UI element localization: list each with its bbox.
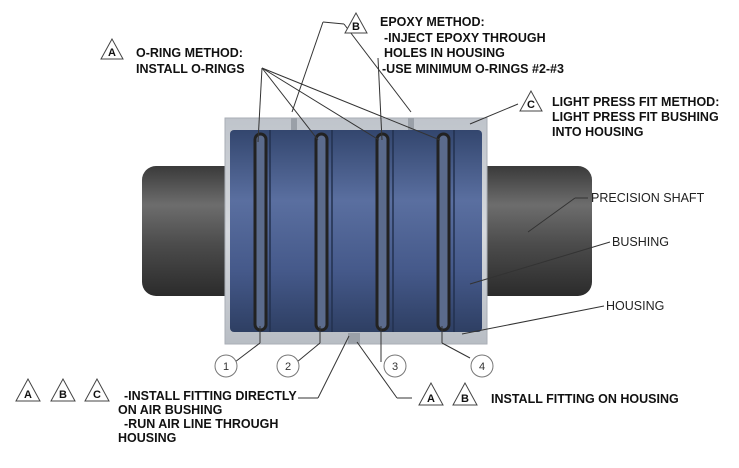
fitting-housing-line1: INSTALL FITTING ON HOUSING	[491, 392, 679, 406]
press-fit-method-callout: C LIGHT PRESS FIT METHOD: LIGHT PRESS FI…	[519, 89, 719, 139]
groove-number-3: 3	[383, 354, 407, 378]
svg-text:A: A	[427, 393, 435, 405]
fitting-bushing-line4: HOUSING	[118, 431, 176, 445]
housing-label: HOUSING	[606, 299, 664, 313]
badge-b-triangle-icon: B	[452, 381, 478, 406]
o-ring-1	[253, 132, 268, 332]
badge-a-triangle-icon: A	[418, 381, 444, 406]
bushing	[230, 130, 482, 332]
o-rings	[253, 132, 451, 332]
press-fit-title: LIGHT PRESS FIT METHOD:	[552, 95, 719, 109]
groove-number-2: 2	[276, 354, 300, 378]
press-fit-line2: INTO HOUSING	[552, 125, 643, 139]
o-ring-4	[436, 132, 451, 332]
oring-method-callout: A O-RING METHOD: INSTALL O-RINGS	[100, 37, 245, 76]
svg-text:C: C	[93, 389, 101, 401]
fitting-on-bushing-callout: A B C -INSTALL FITTING DIRECTLY ON AIR B…	[15, 377, 297, 445]
svg-text:A: A	[108, 47, 116, 59]
badge-b-triangle-icon: B	[344, 11, 368, 34]
groove-numbers: 1 2 3 4	[214, 354, 494, 378]
fitting-bushing-line2: ON AIR BUSHING	[118, 403, 222, 417]
fitting-on-housing-callout: A B INSTALL FITTING ON HOUSING	[418, 381, 679, 406]
fitting-bushing-line3: -RUN AIR LINE THROUGH	[124, 417, 278, 431]
svg-text:B: B	[461, 393, 469, 405]
groove-number-4: 4	[470, 354, 494, 378]
svg-text:3: 3	[392, 361, 398, 373]
o-ring-3	[375, 132, 390, 332]
svg-text:B: B	[352, 21, 360, 33]
badge-a-triangle-icon: A	[15, 377, 41, 402]
epoxy-hole	[291, 118, 297, 130]
press-fit-line1: LIGHT PRESS FIT BUSHING	[552, 110, 719, 124]
svg-text:C: C	[527, 99, 535, 111]
svg-text:B: B	[59, 389, 67, 401]
epoxy-hole	[408, 118, 414, 130]
epoxy-method-line2: HOLES IN HOUSING	[384, 46, 505, 60]
groove-number-1: 1	[214, 354, 238, 378]
svg-text:A: A	[24, 389, 32, 401]
leader-lines	[234, 21, 611, 399]
epoxy-method-callout: B EPOXY METHOD: -INJECT EPOXY THROUGH HO…	[344, 11, 564, 76]
fitting-bushing-line1: -INSTALL FITTING DIRECTLY	[124, 389, 297, 403]
svg-text:1: 1	[223, 361, 229, 373]
epoxy-method-line3: -USE MINIMUM O-RINGS #2-#3	[382, 62, 564, 76]
epoxy-method-title: EPOXY METHOD:	[380, 15, 485, 29]
badge-a-triangle-icon: A	[100, 37, 124, 60]
epoxy-method-line1: -INJECT EPOXY THROUGH	[384, 31, 546, 45]
o-ring-2	[314, 132, 329, 332]
oring-method-line1: INSTALL O-RINGS	[136, 62, 245, 76]
badge-c-triangle-icon: C	[84, 377, 110, 402]
svg-text:2: 2	[285, 361, 291, 373]
precision-shaft-label: PRECISION SHAFT	[591, 191, 705, 205]
badge-c-triangle-icon: C	[519, 89, 543, 112]
badge-b-triangle-icon: B	[50, 377, 76, 402]
svg-text:4: 4	[479, 361, 485, 373]
fitting-port	[348, 333, 360, 344]
oring-method-title: O-RING METHOD:	[136, 46, 243, 60]
bushing-label: BUSHING	[612, 235, 669, 249]
